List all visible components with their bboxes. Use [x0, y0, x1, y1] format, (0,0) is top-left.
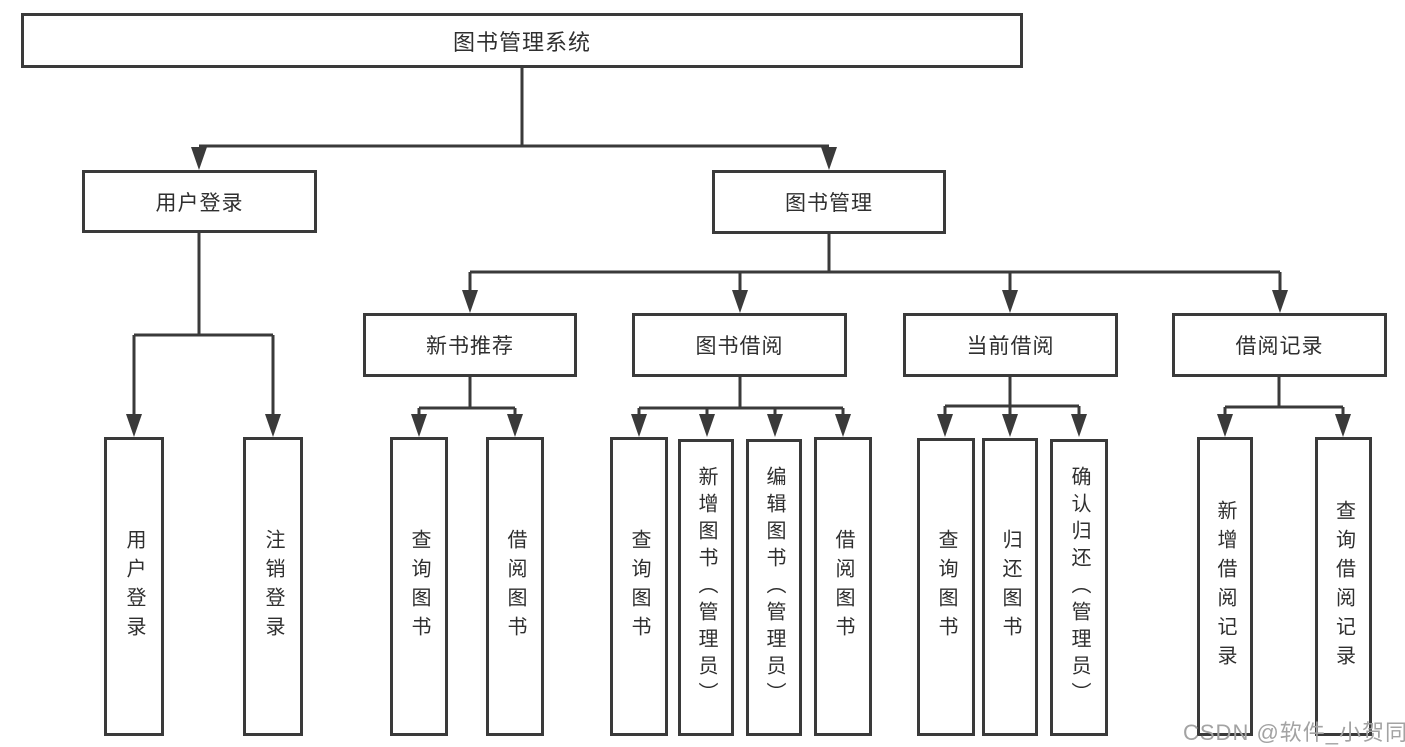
leaf-confirm-return-admin: 确认归还（管理员）	[1050, 439, 1108, 736]
leaf-query-borrow-record: 查询借阅记录	[1315, 437, 1372, 736]
leaf-current-query-books: 查询图书	[917, 438, 975, 736]
connector-borrow-records-branch	[1217, 377, 1351, 437]
connector-book-borrow-branch	[631, 377, 851, 437]
connector-book-mgmt-branch	[462, 234, 1288, 313]
node-root-system: 图书管理系统	[21, 13, 1023, 68]
node-borrow-records: 借阅记录	[1172, 313, 1387, 377]
node-book-borrow: 图书借阅	[632, 313, 847, 377]
node-current-borrow: 当前借阅	[903, 313, 1118, 377]
leaf-recommend-borrow-books: 借阅图书	[486, 437, 544, 736]
leaf-add-books-admin: 新增图书（管理员）	[678, 439, 734, 736]
node-user-login: 用户登录	[82, 170, 317, 233]
connector-user-login-branch	[126, 233, 281, 437]
node-new-book-recommend: 新书推荐	[363, 313, 577, 377]
leaf-return-books: 归还图书	[982, 438, 1038, 736]
csdn-watermark: CSDN @软件_小贺同学	[1183, 720, 1405, 745]
connector-current-borrow-branch	[937, 377, 1087, 437]
leaf-borrow-books: 借阅图书	[814, 437, 872, 736]
leaf-add-borrow-record: 新增借阅记录	[1197, 437, 1253, 736]
leaf-user-login: 用户登录	[104, 437, 164, 736]
node-book-management: 图书管理	[712, 170, 946, 234]
leaf-edit-books-admin: 编辑图书（管理员）	[746, 439, 802, 736]
leaf-logout: 注销登录	[243, 437, 303, 736]
leaf-borrow-query-books: 查询图书	[610, 437, 668, 736]
leaf-recommend-query-books: 查询图书	[390, 437, 448, 736]
connector-root-to-level2	[191, 68, 837, 170]
connector-new-book-branch	[411, 377, 523, 437]
